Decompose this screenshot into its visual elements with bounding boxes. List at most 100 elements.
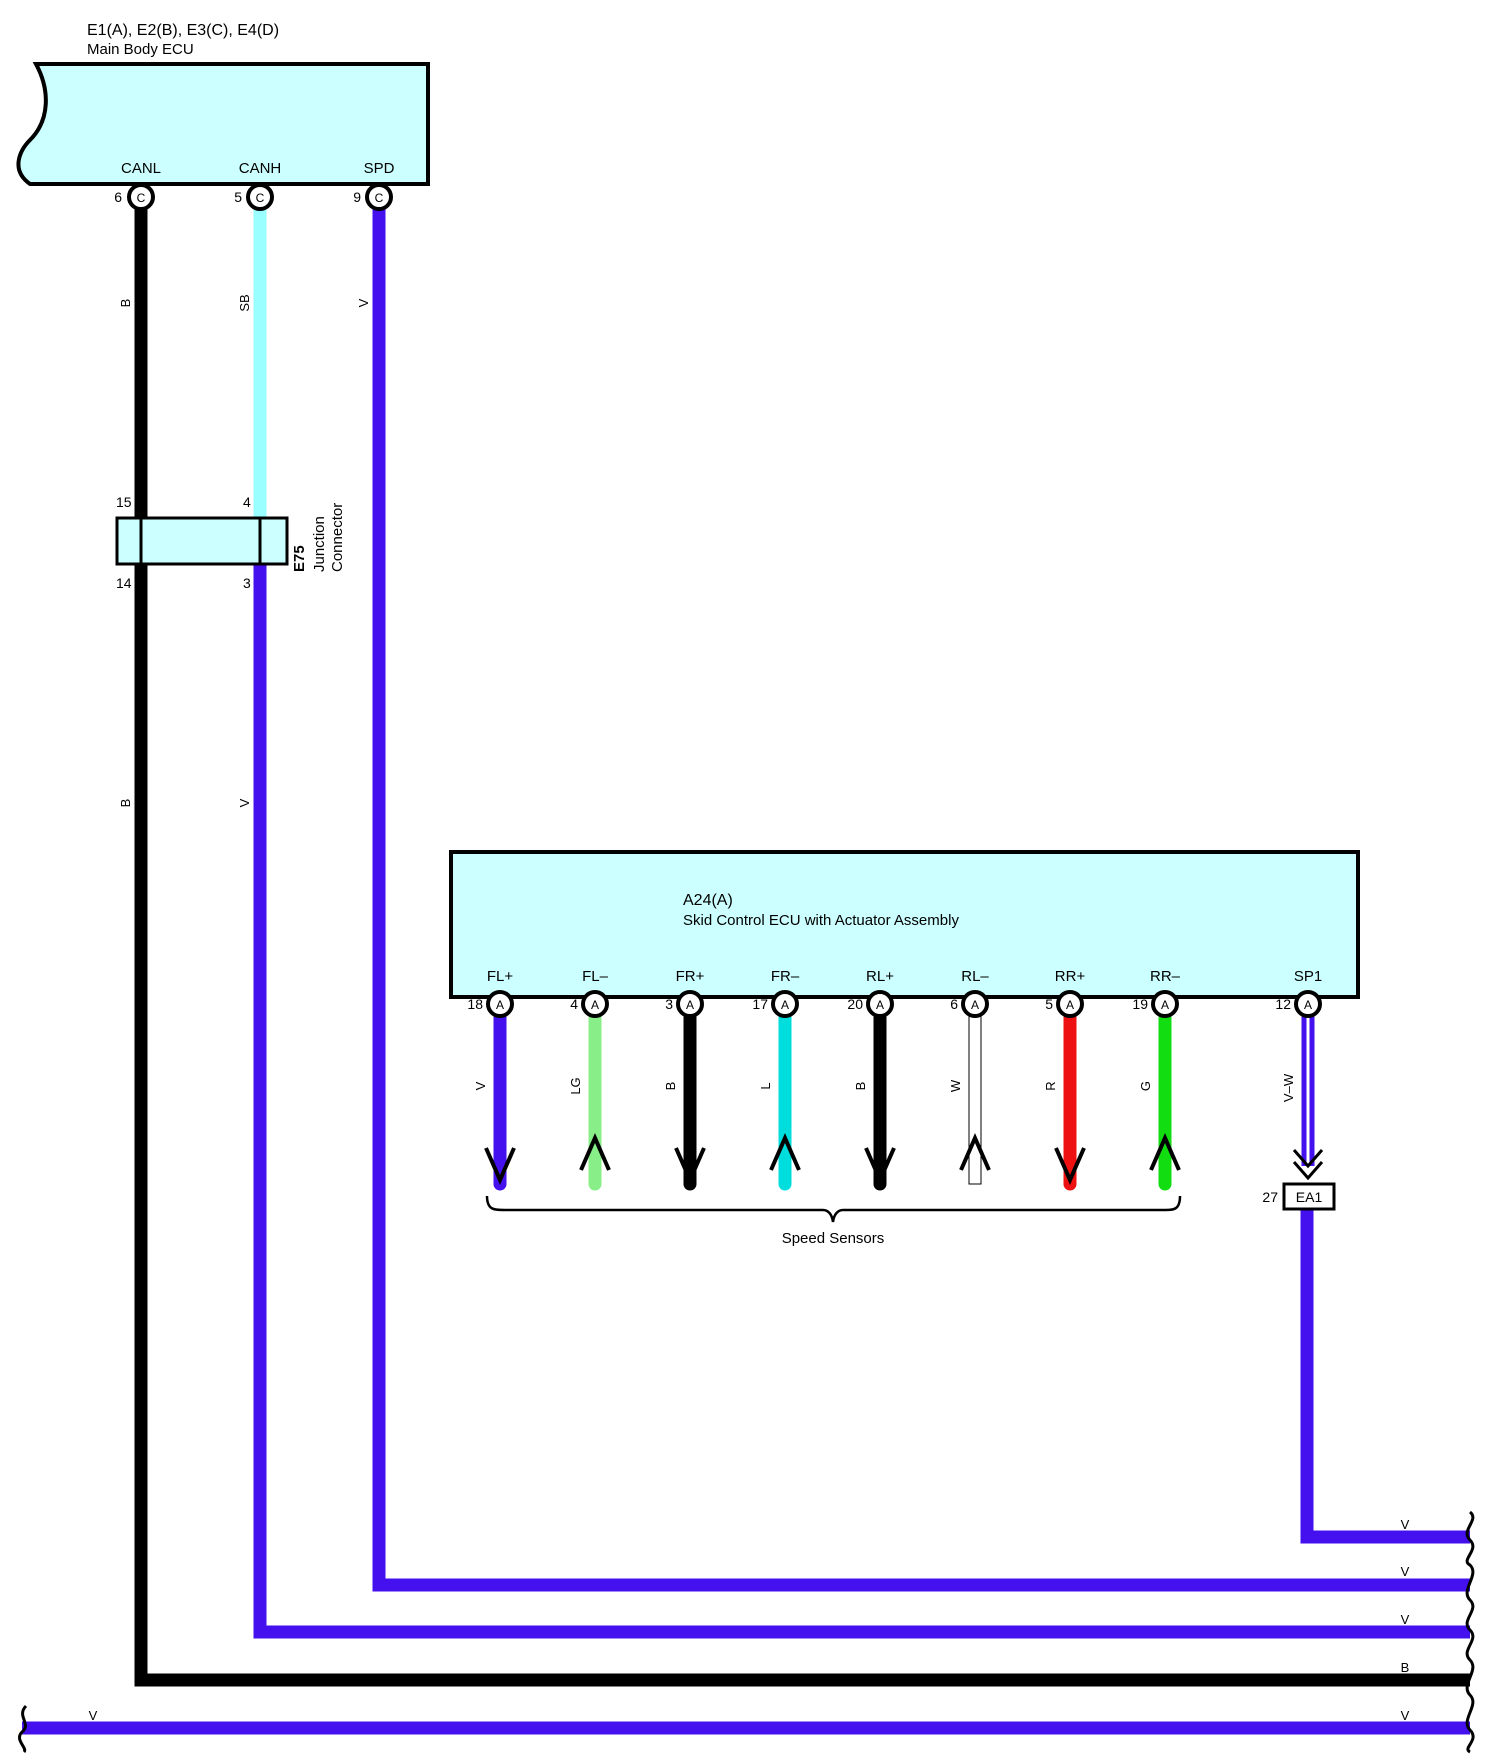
main-pin-canl: 6 [114,189,122,205]
arrow-fl-minus-icon [579,1133,611,1171]
wire-canh-bottom [253,560,1470,1639]
skid-pin-fl-minus: 4 [570,996,578,1012]
wire-label-fr-minus: L [758,1082,773,1089]
junction-pin-bottom-left: 14 [116,575,132,591]
junction-code: E75 [291,545,308,572]
skid-terminal-circle-sp1 [1294,990,1322,1018]
main-terminal-canh: CANH [239,160,282,177]
skid-connector-letter-fl-minus: A [591,998,599,1012]
right-wire-label-spd: V [1401,1564,1410,1579]
left-wire-label-bottom: V [89,1708,98,1723]
wire-sp1-out [1300,1204,1470,1544]
main-pin-spd: 9 [353,189,361,205]
skid-terminal-rr-plus: RR+ [1055,968,1086,985]
main-ecu-box [16,62,430,186]
arrow-rr-minus-icon [1149,1133,1181,1171]
main-terminal-spd: SPD [364,160,395,177]
skid-terminal-circle-rl-minus [961,990,989,1018]
wire-label-fr-plus: B [663,1082,678,1091]
wire-label-spd: V [356,298,371,307]
right-wire-label-canl: B [1401,1660,1410,1675]
wire-label-rr-plus: R [1043,1081,1058,1090]
skid-terminal-circle-fr-minus [771,990,799,1018]
speed-sensors-brace [485,1195,1182,1223]
wire-spd [372,208,1470,1592]
skid-ecu-name: Skid Control ECU with Actuator Assembly [683,912,959,929]
skid-connector-letter-rl-plus: A [876,998,884,1012]
skid-pin-fr-plus: 3 [665,996,673,1012]
skid-terminal-sp1: SP1 [1294,968,1322,985]
skid-ecu-code: A24(A) [683,892,733,909]
skid-pin-rl-plus: 20 [847,996,863,1012]
skid-pin-rr-plus: 5 [1045,996,1053,1012]
right-break-lines [1465,1510,1475,1754]
skid-terminal-circle-rl-plus [866,990,894,1018]
skid-terminal-rr-minus: RR– [1150,968,1181,985]
skid-terminal-fl-plus: FL+ [487,968,514,985]
skid-terminal-circle-rr-plus [1056,990,1084,1018]
junction-pin-top-right: 4 [243,494,251,510]
main-connector-letter-canh: C [256,191,265,205]
ea1-connector [1282,1182,1336,1211]
skid-terminal-circle-fl-plus [486,990,514,1018]
skid-pin-sp1: 12 [1275,996,1291,1012]
skid-pin-fr-minus: 17 [752,996,768,1012]
skid-terminal-fr-plus: FR+ [676,968,705,985]
wire-label-rl-minus: W [948,1079,963,1092]
skid-connector-letter-fl-plus: A [496,998,504,1012]
main-ecu-name: Main Body ECU [87,41,194,58]
wire-label-canh-bottom: V [237,798,252,807]
main-connector-letter-canl: C [137,191,146,205]
skid-terminal-circle-rr-minus [1151,990,1179,1018]
skid-ecu-box [449,850,1360,999]
arrow-fr-plus-icon [674,1147,706,1185]
right-wire-label-bottom: V [1401,1708,1410,1723]
skid-terminal-fl-minus: FL– [582,968,609,985]
arrow-rl-plus-icon [864,1147,896,1185]
main-terminal-canl: CANL [121,160,161,177]
skid-connector-letter-rr-plus: A [1066,998,1074,1012]
ea1-code: EA1 [1296,1189,1323,1205]
arrow-sp1-icon [1292,1149,1324,1181]
skid-connector-letter-sp1: A [1304,998,1312,1012]
wire-label-canl-top: B [118,299,133,308]
skid-terminal-rl-minus: RL– [961,968,989,985]
skid-connector-letter-fr-plus: A [686,998,694,1012]
wire-label-fl-plus: V [473,1081,488,1090]
speed-sensors-label: Speed Sensors [782,1230,885,1247]
wire-label-rr-minus: G [1138,1081,1153,1091]
junction-name-line1: Junction [311,516,328,572]
skid-terminal-fr-minus: FR– [771,968,800,985]
wire-canl [134,208,1470,1687]
skid-terminal-rl-plus: RL+ [866,968,894,985]
main-ecu-code: E1(A), E2(B), E3(C), E4(D) [87,22,279,39]
left-break-line [18,1704,28,1754]
main-terminal-circles [127,183,393,211]
ea1-pin: 27 [1262,1189,1278,1205]
wire-label-canh-top: SB [237,294,252,311]
skid-pin-rr-minus: 19 [1132,996,1148,1012]
wire-label-rl-plus: B [853,1082,868,1091]
wire-rl-minus [968,1015,982,1185]
skid-pin-fl-plus: 18 [467,996,483,1012]
wire-label-canl-bottom: B [118,799,133,808]
main-pin-canh: 5 [234,189,242,205]
skid-connector-letter-fr-minus: A [781,998,789,1012]
right-wire-label-canh: V [1401,1612,1410,1627]
wire-label-sp1: V–W [1281,1073,1296,1102]
skid-connector-letter-rr-minus: A [1161,998,1169,1012]
arrow-fr-minus-icon [769,1133,801,1171]
right-wire-label-sp1: V [1401,1517,1410,1532]
junction-pin-top-left: 15 [116,494,132,510]
skid-terminals: FL+VA18FL–LGA4FR+BA3FR–LA17RL+BA20RL–WA6… [467,968,1324,1191]
skid-terminal-circle-fr-plus [676,990,704,1018]
arrow-rr-plus-icon [1054,1147,1086,1185]
skid-terminal-circle-fl-minus [581,990,609,1018]
skid-connector-letter-rl-minus: A [971,998,979,1012]
main-connector-letter-spd: C [375,191,384,205]
arrow-rl-minus-icon [959,1133,991,1171]
junction-name-line2: Connector [329,503,346,572]
arrow-fl-plus-icon [484,1147,516,1185]
skid-pin-rl-minus: 6 [950,996,958,1012]
